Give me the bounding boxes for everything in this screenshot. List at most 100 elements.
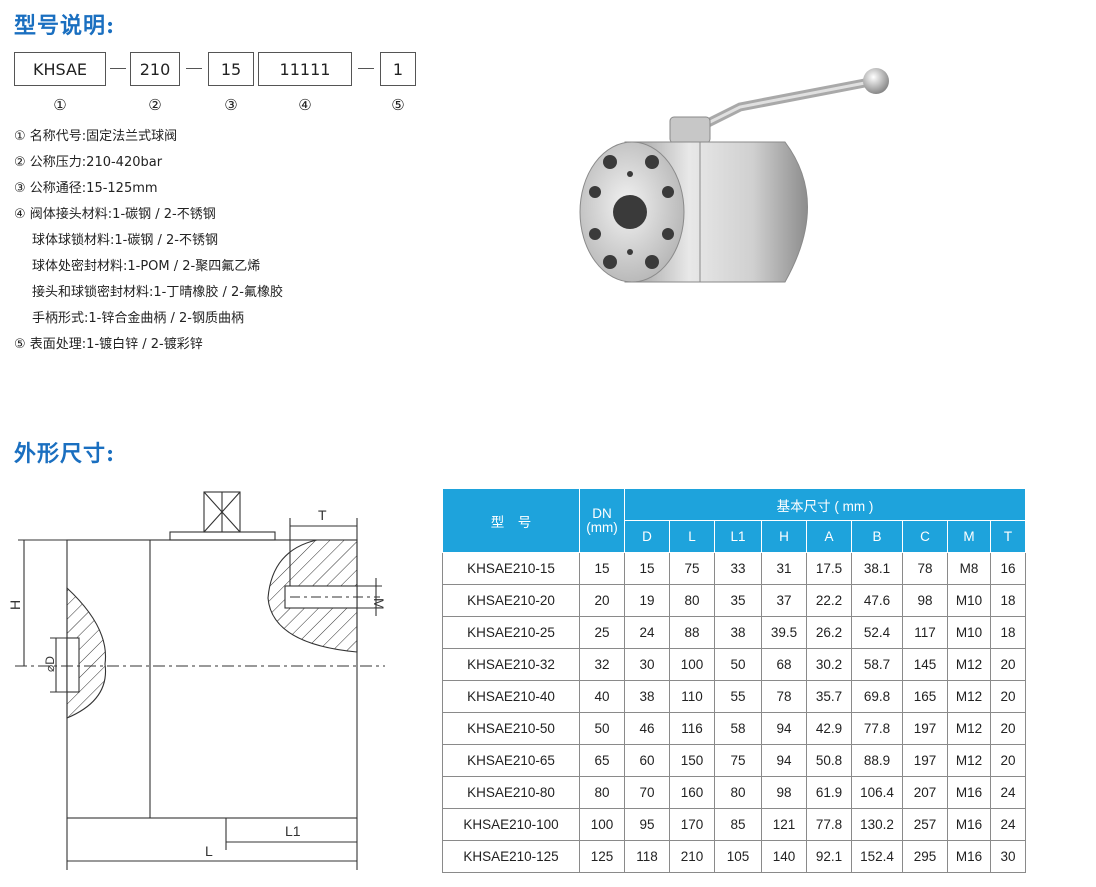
table-cell: 121 bbox=[761, 808, 807, 841]
header-dn: DN (mm) bbox=[579, 488, 625, 553]
legend-item: 球体处密封材料:1-POM / 2-聚四氟乙烯 bbox=[32, 259, 261, 274]
dimensions-title: 外形尺寸: bbox=[14, 441, 116, 467]
label-d: ⌀D bbox=[43, 656, 57, 672]
header-col-a: A bbox=[806, 520, 852, 553]
table-cell: 24 bbox=[990, 776, 1026, 809]
code-part-material: 11111 bbox=[258, 52, 352, 86]
table-cell: 78 bbox=[761, 680, 807, 713]
cell-model: KHSAE210-25 bbox=[442, 616, 580, 649]
table-cell: 80 bbox=[579, 776, 625, 809]
table-cell: 150 bbox=[669, 744, 715, 777]
header-col-h: H bbox=[761, 520, 807, 553]
label-l: L bbox=[205, 843, 213, 859]
table-cell: M12 bbox=[947, 712, 991, 745]
cell-model: KHSAE210-20 bbox=[442, 584, 580, 617]
table-cell: 20 bbox=[579, 584, 625, 617]
code-number-5: ⑤ bbox=[391, 96, 405, 114]
table-cell: 25 bbox=[579, 616, 625, 649]
table-cell: 100 bbox=[579, 808, 625, 841]
table-cell: 78 bbox=[902, 552, 948, 585]
table-cell: 160 bbox=[669, 776, 715, 809]
code-part-bore: 15 bbox=[208, 52, 254, 86]
table-cell: 38.1 bbox=[851, 552, 903, 585]
code-part-surface: 1 bbox=[380, 52, 416, 86]
model-legend: ① 名称代号:固定法兰式球阀 ② 公称压力:210-420bar ③ 公称通径:… bbox=[14, 124, 283, 358]
legend-item: 接头和球锁密封材料:1-丁晴橡胶 / 2-氟橡胶 bbox=[32, 285, 283, 300]
cell-model: KHSAE210-65 bbox=[442, 744, 580, 777]
table-cell: 22.2 bbox=[806, 584, 852, 617]
ball-valve-product-image bbox=[579, 68, 889, 283]
table-cell: M12 bbox=[947, 680, 991, 713]
table-cell: 38 bbox=[624, 680, 670, 713]
code-number-3: ③ bbox=[224, 96, 238, 114]
cell-model: KHSAE210-80 bbox=[442, 776, 580, 809]
table-cell: 140 bbox=[761, 840, 807, 873]
header-dn-label: DN bbox=[592, 505, 612, 521]
code-dash bbox=[358, 68, 374, 69]
cell-model: KHSAE210-100 bbox=[442, 808, 580, 841]
table-cell: 77.8 bbox=[806, 808, 852, 841]
table-cell: 20 bbox=[990, 680, 1026, 713]
table-cell: 210 bbox=[669, 840, 715, 873]
table-cell: 207 bbox=[902, 776, 948, 809]
table-cell: 26.2 bbox=[806, 616, 852, 649]
table-cell: 37 bbox=[761, 584, 807, 617]
table-cell: 52.4 bbox=[851, 616, 903, 649]
table-cell: 46 bbox=[624, 712, 670, 745]
table-cell: 130.2 bbox=[851, 808, 903, 841]
code-dash bbox=[186, 68, 202, 69]
table-cell: M10 bbox=[947, 584, 991, 617]
table-cell: 20 bbox=[990, 712, 1026, 745]
table-cell: 50 bbox=[579, 712, 625, 745]
dimension-drawing: H T M ⌀D L1 L bbox=[10, 491, 387, 870]
table-cell: 35 bbox=[714, 584, 762, 617]
table-cell: M16 bbox=[947, 776, 991, 809]
table-cell: 145 bbox=[902, 648, 948, 681]
header-col-b: B bbox=[851, 520, 903, 553]
table-cell: 95 bbox=[624, 808, 670, 841]
table-cell: 31 bbox=[761, 552, 807, 585]
table-cell: 85 bbox=[714, 808, 762, 841]
table-cell: 24 bbox=[990, 808, 1026, 841]
code-part-pressure: 210 bbox=[130, 52, 180, 86]
table-cell: 39.5 bbox=[761, 616, 807, 649]
table-cell: 65 bbox=[579, 744, 625, 777]
table-cell: 58 bbox=[714, 712, 762, 745]
table-cell: 75 bbox=[669, 552, 715, 585]
cell-model: KHSAE210-15 bbox=[442, 552, 580, 585]
table-cell: 116 bbox=[669, 712, 715, 745]
header-col-c: C bbox=[902, 520, 948, 553]
legend-item: ⑤ 表面处理:1-镀白锌 / 2-镀彩锌 bbox=[14, 337, 203, 352]
table-cell: 88.9 bbox=[851, 744, 903, 777]
table-cell: 197 bbox=[902, 712, 948, 745]
table-cell: 197 bbox=[902, 744, 948, 777]
table-cell: 24 bbox=[624, 616, 670, 649]
cell-model: KHSAE210-32 bbox=[442, 648, 580, 681]
header-col-l1: L1 bbox=[714, 520, 762, 553]
table-cell: 32 bbox=[579, 648, 625, 681]
table-cell: 125 bbox=[579, 840, 625, 873]
table-cell: 92.1 bbox=[806, 840, 852, 873]
table-cell: M16 bbox=[947, 840, 991, 873]
table-cell: M12 bbox=[947, 744, 991, 777]
table-cell: M12 bbox=[947, 648, 991, 681]
label-h: H bbox=[10, 600, 23, 610]
table-cell: 38 bbox=[714, 616, 762, 649]
code-number-4: ④ bbox=[298, 96, 312, 114]
header-col-m: M bbox=[947, 520, 991, 553]
label-l1: L1 bbox=[285, 823, 301, 839]
table-cell: 75 bbox=[714, 744, 762, 777]
table-cell: 15 bbox=[579, 552, 625, 585]
table-cell: 55 bbox=[714, 680, 762, 713]
table-cell: 69.8 bbox=[851, 680, 903, 713]
table-cell: 98 bbox=[761, 776, 807, 809]
table-cell: 105 bbox=[714, 840, 762, 873]
table-cell: 106.4 bbox=[851, 776, 903, 809]
table-cell: 30.2 bbox=[806, 648, 852, 681]
